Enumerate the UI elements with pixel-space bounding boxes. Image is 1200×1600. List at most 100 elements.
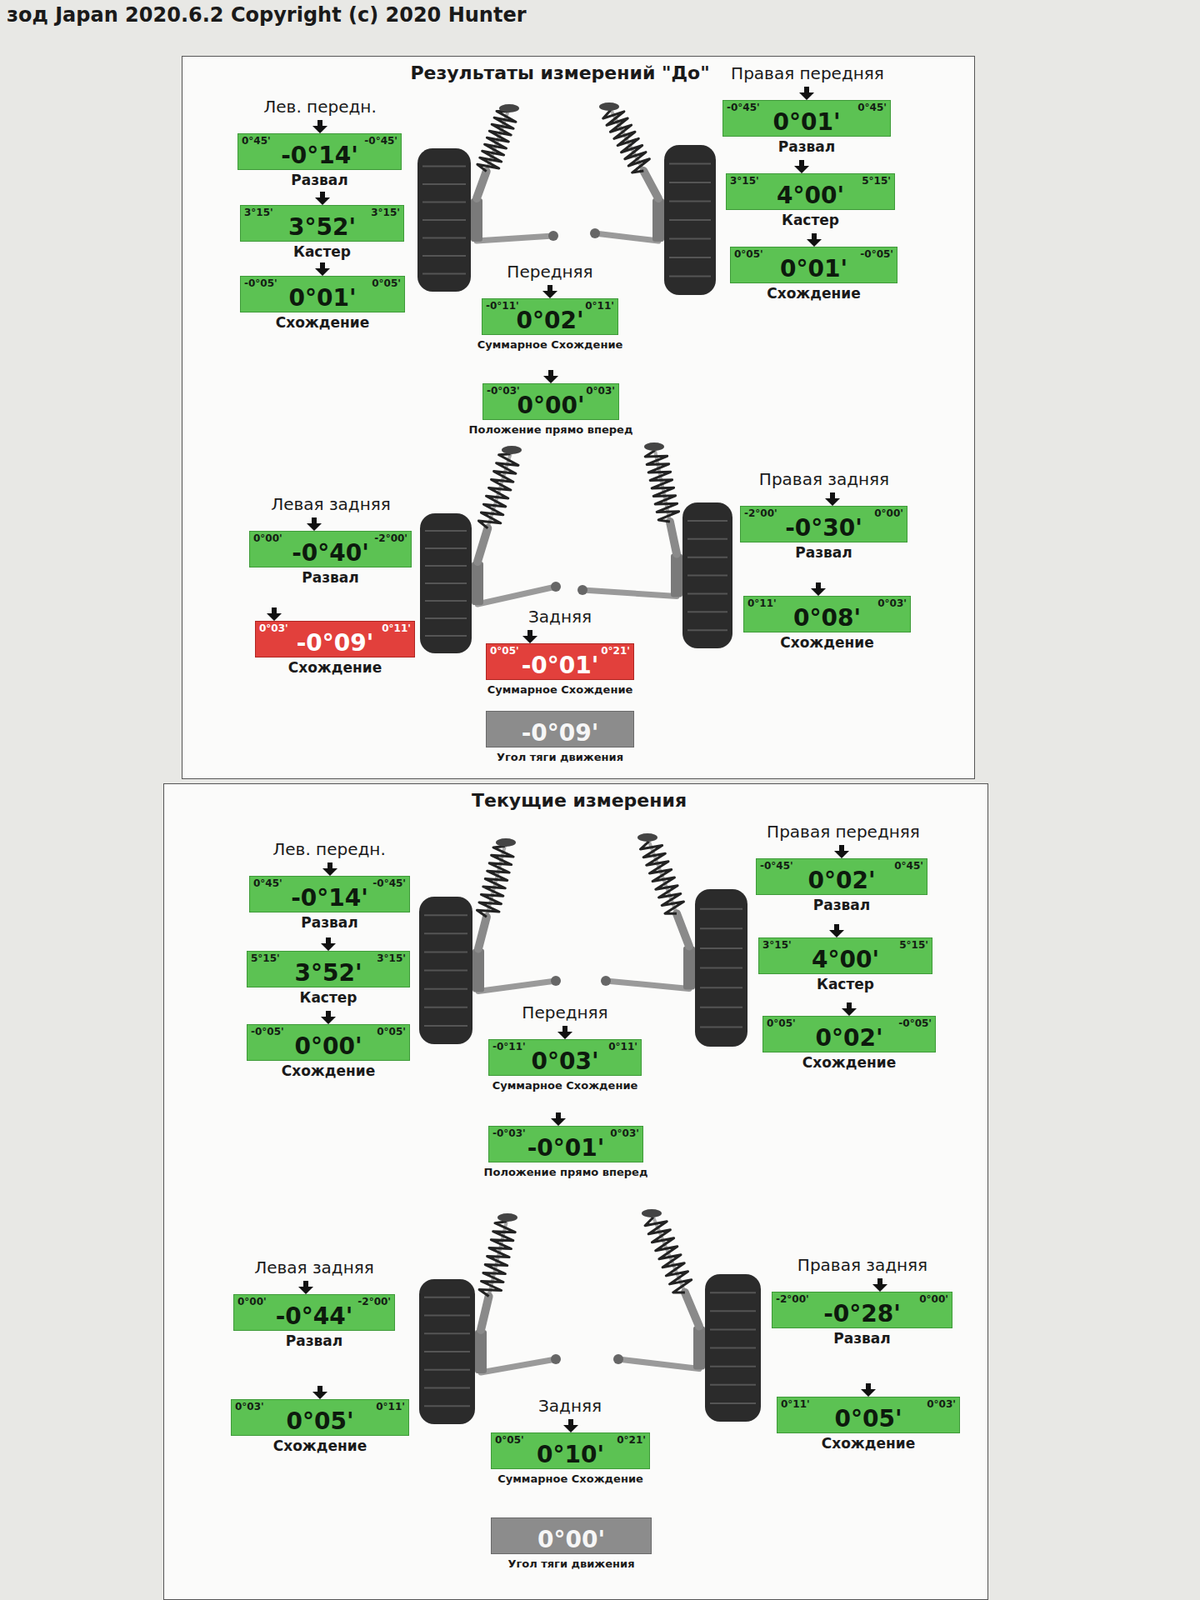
gauge-caption: Суммарное Схождение (488, 1077, 642, 1095)
alignment-gauge: 0°00'Угол тяги движения (490, 1517, 652, 1573)
strut-mount (495, 838, 516, 847)
caption-text: Схождение (766, 285, 860, 302)
wheel-tire (417, 148, 471, 292)
gauge-value: 0°00' (516, 392, 585, 420)
tire-tread (687, 610, 728, 613)
marker-arrow (840, 1002, 858, 1016)
marker-arrow (824, 492, 841, 506)
control-arm (605, 980, 690, 990)
arrow-head (829, 924, 845, 938)
gauge-value: -0°14' (290, 885, 369, 912)
arrow-head (542, 285, 558, 299)
alignment-gauge: -0°09' Угол тяги движения (485, 710, 635, 766)
tire-tread (425, 530, 467, 532)
caption-text: Кастер (781, 211, 840, 229)
marker-arrow (311, 1385, 329, 1400)
tire-tread (424, 932, 468, 935)
caption-text: Угол тяги движения (507, 1555, 635, 1573)
gauge-bar: 0°08'0°11'0°03' (743, 595, 911, 633)
shock-body (643, 170, 659, 199)
gauge-bar: 0°02'-0°45'0°45' (755, 858, 928, 895)
alignment-gauge: 0°05'0°03'0°11'Схождение (230, 1385, 410, 1455)
alignment-gauge: -0°14'0°45'-0°45'Развал (249, 862, 410, 931)
marker-arrow (556, 1025, 574, 1040)
gauge-bar: 0°10'0°05'0°21' (490, 1432, 650, 1470)
tire-tread (424, 1025, 468, 1027)
marker-arrow (297, 1280, 315, 1295)
strut-mount (497, 1213, 518, 1222)
gauge-caption: Схождение (776, 1435, 960, 1452)
gauge-caption: Схождение (230, 1437, 410, 1455)
gauge-value: 0°08' (793, 605, 861, 632)
arrow-head (810, 582, 826, 596)
range-limit: 0°11' (381, 622, 411, 635)
gauge-bar: -0°28'-2°00'0°00' (771, 1291, 953, 1329)
gauge-caption: Развал (237, 171, 402, 189)
range-limit: 0°21' (616, 1434, 646, 1446)
caption-text: Суммарное Схождение (477, 336, 624, 354)
gauge-caption: Развал (722, 138, 891, 155)
gauge-bar: 0°00' (490, 1517, 652, 1555)
tire-tread (669, 181, 711, 184)
marker-arrow (805, 233, 823, 247)
gauge-value: 0°03' (530, 1048, 599, 1075)
caption-text: Кастер (293, 243, 351, 260)
gauge-value: -0°44' (275, 1303, 354, 1330)
gauge-value: -0°09' (296, 630, 375, 657)
gauge-caption: Угол тяги движения (485, 749, 635, 766)
arrow-head (872, 1278, 888, 1292)
gauge-value: -0°40' (291, 540, 370, 567)
alignment-gauge: 0°01'-0°45'0°45'Развал (722, 86, 891, 155)
caption-text: Положение прямо вперед (469, 421, 634, 439)
wheel-hub (693, 1326, 705, 1370)
strut-mount (499, 104, 520, 113)
shock-body (476, 171, 487, 199)
wheel-label: Правая задняя (759, 469, 890, 490)
tire-tread (422, 237, 466, 240)
marker-arrow (798, 86, 815, 100)
range-limit: 3°15' (370, 206, 400, 219)
range-limit: 0°45' (253, 877, 283, 890)
range-limit: 5°15' (899, 939, 929, 951)
caption-text: Схождение (821, 1435, 915, 1452)
gauge-value: 4°00' (776, 182, 845, 210)
alignment-gauge: -0°14'0°45'-0°45'Развал (237, 120, 402, 189)
gauge-value: -0°14' (280, 142, 359, 170)
arrow-head (298, 1280, 314, 1295)
wheel-hub (670, 554, 683, 598)
gauge-value: -0°09' (521, 720, 600, 747)
gauge-value: 0°05' (285, 1408, 354, 1435)
tire-tread (669, 256, 711, 259)
tire-tread (700, 967, 743, 970)
tire-tread (425, 582, 467, 585)
gauge-caption: Кастер (240, 243, 405, 260)
gauge-value-row: 0°00' (491, 1518, 651, 1554)
caption-text: Развал (813, 896, 871, 914)
range-limit: -0°03' (492, 1127, 526, 1140)
arrow-head (315, 191, 330, 205)
caption-text: Развал (778, 138, 836, 155)
range-limit: 0°03' (877, 597, 907, 610)
caption-text: Схождение (273, 1437, 367, 1455)
coil-spring (478, 454, 519, 529)
caption-text: Развал (795, 544, 853, 561)
strut-mount (644, 442, 665, 451)
arrow-head (522, 630, 538, 644)
measurement-panel: Результаты измерений "До"-0°14'0°45'-0°4… (181, 55, 975, 780)
tire-tread (710, 1402, 756, 1405)
gauge-bar: -0°40'0°00'-2°00' (249, 530, 412, 568)
tire-tread (687, 629, 728, 631)
gauge-value: -0°01' (521, 652, 600, 680)
marker-arrow (542, 370, 560, 384)
alignment-gauge: -0°09'0°03'0°11'Схождение (255, 607, 415, 676)
ball-joint (590, 228, 600, 239)
gauge-value: 3°52' (294, 960, 362, 987)
gauge-bar: 0°00'-0°05'0°05' (246, 1024, 410, 1061)
tire-tread (710, 1291, 756, 1294)
tire-tread (422, 201, 466, 204)
gauge-value: 3°52' (288, 214, 356, 241)
arrow-head (320, 937, 336, 951)
coil-spring (603, 110, 650, 173)
arrow-head (306, 517, 322, 531)
gauge-caption: Схождение (246, 1062, 410, 1080)
